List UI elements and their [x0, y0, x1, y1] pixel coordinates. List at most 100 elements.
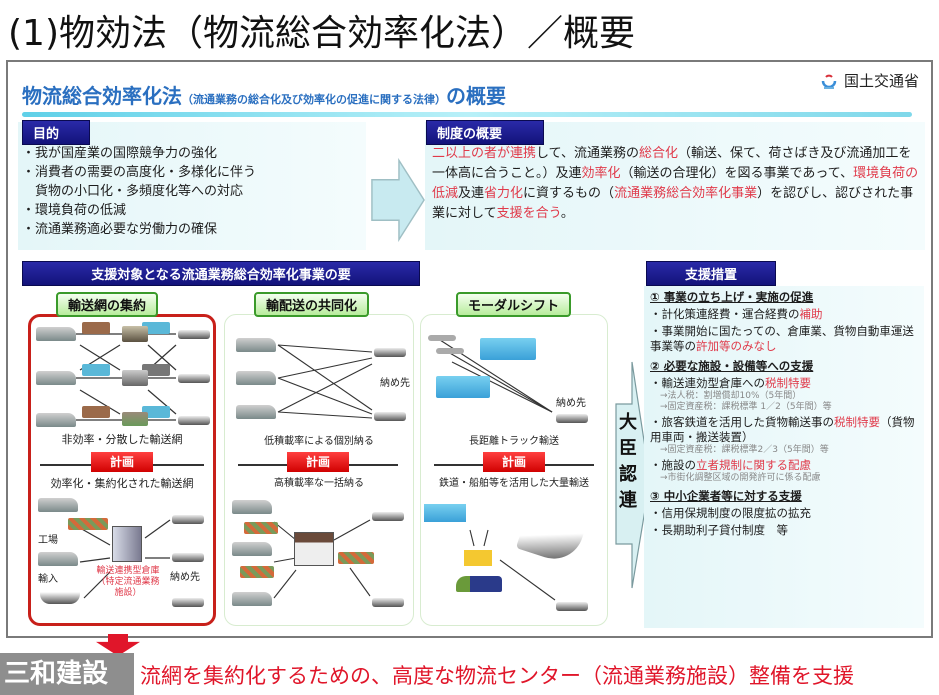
overview-segment: に資するもの（ — [523, 186, 615, 201]
destination-icon — [172, 553, 204, 562]
measure-item: ・事業開始に国たっての、倉庫業、貨物自動車運送事業等の許加等のみなし — [650, 324, 922, 354]
purpose-list: ・我が国産業の国際競争力の強化・消費者の需要の高度化・多様化に伴う 貨物の小口化… — [22, 144, 256, 239]
case-title-joint-delivery: 輸配送の共同化 — [254, 292, 370, 317]
after-caption-consolidation: 効率化・集約化された輸送網 — [50, 477, 194, 490]
factory-icon — [428, 335, 456, 341]
warehouse-icon — [122, 370, 148, 386]
minister-label-char: 認 — [619, 464, 637, 485]
truck-icon — [82, 364, 110, 376]
measure-item: ・信用保規制度の限度拡の拡充 — [650, 506, 922, 521]
case-title-modal-shift: モーダルシフト — [456, 292, 572, 317]
measures-panel — [644, 286, 924, 628]
truck-icon — [82, 322, 110, 334]
overview-highlight: 支援を合う — [496, 206, 561, 221]
arrow-down-icon — [96, 634, 140, 656]
purpose-item: ・我が国産業の国際競争力の強化 — [22, 146, 218, 161]
truck-icon — [436, 376, 490, 398]
facility-caption: 輸送連携型倉庫（特定流通業務施設） — [96, 566, 160, 598]
overview-highlight: 総合化 — [638, 146, 678, 161]
measure-highlight: 補助 — [799, 307, 823, 321]
overview-highlight: 省力化 — [484, 186, 524, 201]
before-caption-consolidation: 非効率・分散した輸送網 — [61, 433, 183, 446]
destination-icon — [372, 512, 404, 521]
overview-segment: （輸送、保て、荷さばき及び流通加工を一体高に合うこと。）及連 — [432, 146, 912, 181]
overview-segment: 。 — [560, 206, 574, 221]
before-caption-modal-shift: 長距離トラック輸送 — [469, 436, 559, 447]
plan-arrow-modal-shift: 計画 — [434, 452, 594, 472]
measure-item: ・施設の立者規制に関する配慮 — [650, 458, 922, 473]
truck-icon — [142, 406, 170, 418]
destination-icon — [374, 412, 406, 421]
measure-text-segment: ・長期助利子貸付制度 等 — [650, 523, 788, 537]
measure-text-segment: ・施設の — [650, 458, 696, 472]
ministry-name: 国土交通省 — [843, 72, 919, 90]
plan-arrow-joint-delivery: 計画 — [238, 452, 398, 472]
measure-heading: ② 必要な施設・設備等への支援 — [650, 359, 814, 373]
measure-text-segment: ・輸送連効型倉庫への — [650, 376, 765, 390]
after-caption-joint-delivery: 高積載率な一括納る — [274, 478, 364, 489]
purpose-item: ・流通業務適必要な労働力の確保 — [22, 222, 218, 237]
truck-icon — [68, 518, 108, 530]
destination-icon — [178, 416, 210, 425]
plan-label: 計画 — [287, 452, 349, 472]
minister-approval-label: 大臣認連 — [614, 410, 642, 514]
bottom-banner-text: 流網を集約化するための、高度な物流センター（流通業務施設）整備を支援 — [140, 664, 854, 688]
after-caption-modal-shift: 鉄道・船舶等を活用した大量輸送 — [439, 478, 589, 489]
truck-icon — [424, 504, 466, 522]
overview-segment: ）を認びし、認びされた事業に対して — [432, 186, 914, 221]
destination-icon — [178, 330, 210, 339]
destination-label: 納め先 — [170, 572, 200, 583]
page-title: (1)物効法（物流総合効率化法）／概要 — [8, 13, 635, 54]
measure-note: →固定資産税：課税標準 1／2（5年間）等 — [660, 402, 832, 412]
destination-icon — [372, 598, 404, 607]
destination-icon — [172, 598, 204, 607]
truck-icon — [82, 406, 110, 418]
minister-label-char: 大 — [619, 412, 637, 433]
purpose-item: ・環境負荷の低減 — [22, 203, 127, 218]
plan-label: 計画 — [91, 452, 153, 472]
measures-list: ① 事業の立ち上げ・実施の促進・計化策連経費・運合経費の補助・事業開始に国たって… — [650, 290, 922, 538]
destination-icon — [178, 374, 210, 383]
destination-icon — [556, 414, 588, 423]
measure-text-segment: ・信用保規制度の限度拡の拡充 — [650, 506, 811, 520]
purpose-item: ・消費者の需要の高度化・多様化に伴う — [22, 165, 257, 180]
measures-label: 支援措置 — [646, 261, 776, 286]
ship-icon — [40, 592, 80, 604]
law-name: 物流総合効率化法 — [22, 84, 182, 108]
before-caption-joint-delivery: 低積載率による個別納る — [264, 436, 374, 447]
ministry-logo-icon — [820, 72, 838, 90]
truck-icon — [240, 566, 274, 578]
measure-item: ・長期助利子貸付制度 等 — [650, 523, 922, 538]
case-title-consolidation: 輸送網の集約 — [56, 292, 159, 317]
overview-text: 二以上の者が連携して、流通業務の総合化（輸送、保て、荷さばき及び流通加工を一体高… — [432, 144, 920, 224]
measure-item: ・計化策連経費・運合経費の補助 — [650, 307, 922, 322]
warehouse-icon — [112, 526, 142, 562]
warehouse-icon — [122, 326, 148, 342]
plan-arrow-consolidation: 計画 — [40, 452, 204, 472]
truck-icon — [480, 338, 536, 360]
overview-highlight: 環境負荷の低減 — [432, 166, 919, 201]
truck-icon — [244, 522, 278, 534]
purpose-label: 目的 — [22, 120, 90, 145]
overview-segment: して、流通業務の — [536, 146, 639, 161]
container-icon — [464, 550, 492, 566]
factory-icon — [232, 592, 272, 606]
measure-text-segment: ・計化策連経費・運合経費の — [650, 307, 800, 321]
cases-label: 支援対象となる流通業務総合効率化事業の要 — [22, 261, 420, 286]
warehouse-icon — [294, 532, 334, 566]
measure-heading: ① 事業の立ち上げ・実施の促進 — [650, 290, 814, 304]
destination-icon — [556, 602, 588, 611]
measure-item: ・旅客鉄道を活用した貨物輸送事の税制特要（貨物用車両・搬送装置） — [650, 415, 922, 445]
header-underline — [22, 112, 912, 117]
destination-icon — [172, 515, 204, 524]
slide-header: 物流総合効率化法（流通業務の総合化及び効率化の促進に関する法律）の概要 — [22, 80, 762, 112]
minister-label-char: 連 — [619, 490, 637, 511]
measure-heading: ③ 中小企業者等に対する支援 — [650, 489, 802, 503]
factory-icon — [38, 552, 78, 566]
destination-label: 納め先 — [380, 378, 410, 389]
factory-icon — [36, 413, 76, 427]
law-full-name: （流通業務の総合化及び効率化の促進に関する法律） — [182, 93, 446, 106]
train-icon — [456, 576, 502, 592]
truck-icon — [142, 364, 170, 376]
measure-text-segment: ・事業開始に国たっての、倉庫業、貨物自動車運送事業等の — [650, 324, 914, 353]
